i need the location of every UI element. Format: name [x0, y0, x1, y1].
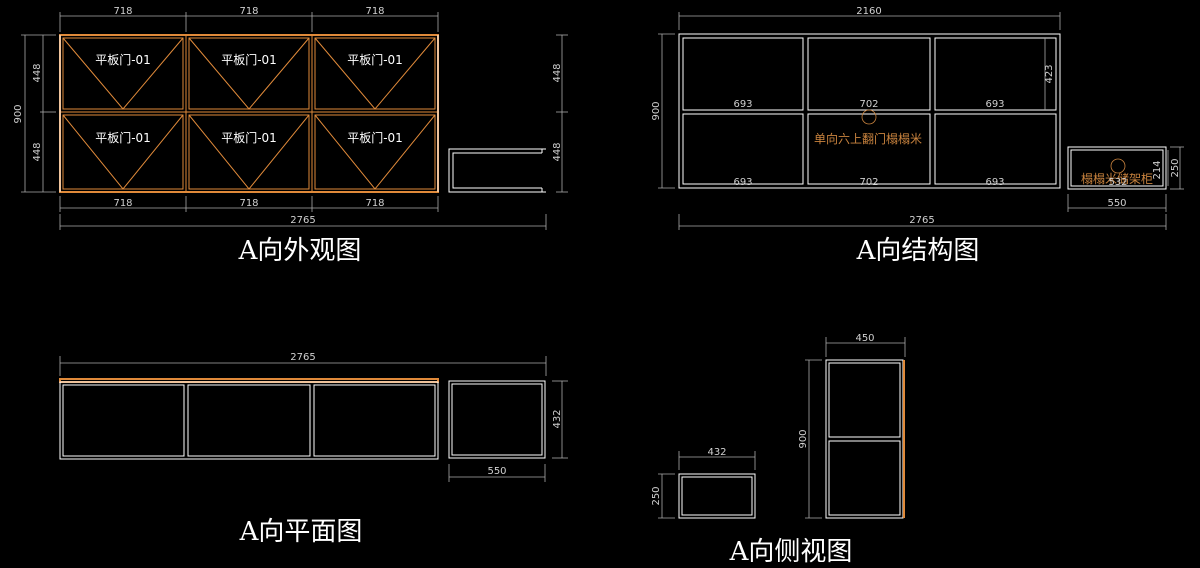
view-title: A向侧视图: [729, 537, 853, 567]
plan-cell: [62, 384, 185, 457]
dimension-text: 702: [859, 177, 878, 188]
door-label: 平板门-01: [221, 52, 277, 67]
storage-box-label: 榻榻米储架柜: [1081, 171, 1153, 186]
side-view: 450 900 432 250 A向侧视图: [651, 333, 906, 567]
dimension-text: 900: [798, 429, 809, 448]
dimension-text: 448: [32, 63, 43, 82]
plan-cell: [187, 384, 311, 457]
dimension-text: 693: [733, 99, 752, 110]
dimension-text: 432: [707, 447, 726, 458]
dimension-text: 550: [1107, 198, 1126, 209]
door-panel: [188, 37, 310, 110]
center-mark-icon: [861, 109, 877, 125]
door-label: 平板门-01: [347, 130, 403, 145]
dimension-text: 718: [365, 6, 384, 17]
structure-cell: [682, 37, 804, 111]
side-box-outline: [678, 473, 756, 519]
structure-note: 单向六上翻门榻榻米: [814, 131, 922, 146]
dimension-text: 448: [552, 63, 563, 82]
center-mark-icon: [1110, 158, 1126, 174]
door-panel: [188, 114, 310, 190]
dimension-text: 693: [733, 177, 752, 188]
dimension-text: 693: [985, 177, 1004, 188]
plan-cell: [313, 384, 436, 457]
plan-box-outline: [448, 380, 546, 459]
side-box-outline: [681, 476, 753, 516]
door-opening-mark: [314, 37, 436, 110]
side-box-outline: [448, 148, 546, 193]
view-title: A向平面图: [239, 517, 363, 547]
door-panel: [314, 114, 436, 190]
door-opening-mark: [188, 37, 310, 110]
structure-cell: [934, 37, 1057, 111]
door-label: 平板门-01: [95, 52, 151, 67]
storage-box-outline: [1067, 146, 1167, 190]
door-label: 平板门-01: [347, 52, 403, 67]
structure-cell: [682, 113, 804, 185]
dimension-text: 718: [113, 6, 132, 17]
dimension-text: 432: [552, 409, 563, 428]
dimension-text: 250: [651, 486, 662, 505]
structure-cell: [807, 113, 931, 185]
door-opening-mark: [314, 114, 436, 190]
dimension-text: 2765: [909, 215, 934, 226]
dimension-text: 2765: [290, 215, 315, 226]
structure-cell: [934, 113, 1057, 185]
dimension-text: 702: [859, 99, 878, 110]
plan-box-outline: [451, 383, 543, 456]
dimension-text: 448: [552, 142, 563, 161]
dimension-text: 448: [32, 142, 43, 161]
door-panel: [62, 114, 184, 190]
door-opening-mark: [62, 114, 184, 190]
dimension-text: 423: [1044, 64, 1055, 83]
door-label: 平板门-01: [221, 130, 277, 145]
door-panel: [62, 37, 184, 110]
door-opening-mark: [188, 114, 310, 190]
dimension-text: 718: [113, 198, 132, 209]
side-cell: [828, 440, 901, 516]
door-panel: [314, 37, 436, 110]
plan-cabinet-outline: [59, 381, 439, 460]
dimension-text: 693: [985, 99, 1004, 110]
dimension-text: 718: [239, 198, 258, 209]
dimension-text: 2765: [290, 352, 315, 363]
dimension-text: 900: [13, 104, 24, 123]
dimension-text: 250: [1170, 158, 1181, 177]
side-cell: [828, 362, 901, 438]
plan-view: 2765 432 550 A向平面图: [59, 352, 568, 547]
dimension-text: 532: [1108, 177, 1127, 188]
door-opening-mark: [62, 37, 184, 110]
view-title: A向结构图: [856, 236, 980, 266]
dimension-text: 2160: [856, 6, 881, 17]
exterior-view: 平板门-01 平板门-01 平板门-01 平板门-01 平板门-01 平板门-0…: [13, 6, 568, 266]
side-cabinet-outline: [825, 359, 904, 519]
structure-view: 693 702 693 693 702 693 单向六上翻门榻榻米 2160 9…: [651, 6, 1184, 266]
door-label: 平板门-01: [95, 130, 151, 145]
dimension-text: 718: [239, 6, 258, 17]
dimension-text: 214: [1152, 160, 1163, 179]
structure-outer-frame: [678, 33, 1061, 189]
storage-box-outline: [1070, 149, 1164, 187]
side-box-outline: [452, 152, 542, 189]
view-title: A向外观图: [238, 236, 362, 266]
dimension-text: 900: [651, 101, 662, 120]
dimension-text: 550: [487, 466, 506, 477]
dimension-text: 450: [855, 333, 874, 344]
dimension-text: 718: [365, 198, 384, 209]
